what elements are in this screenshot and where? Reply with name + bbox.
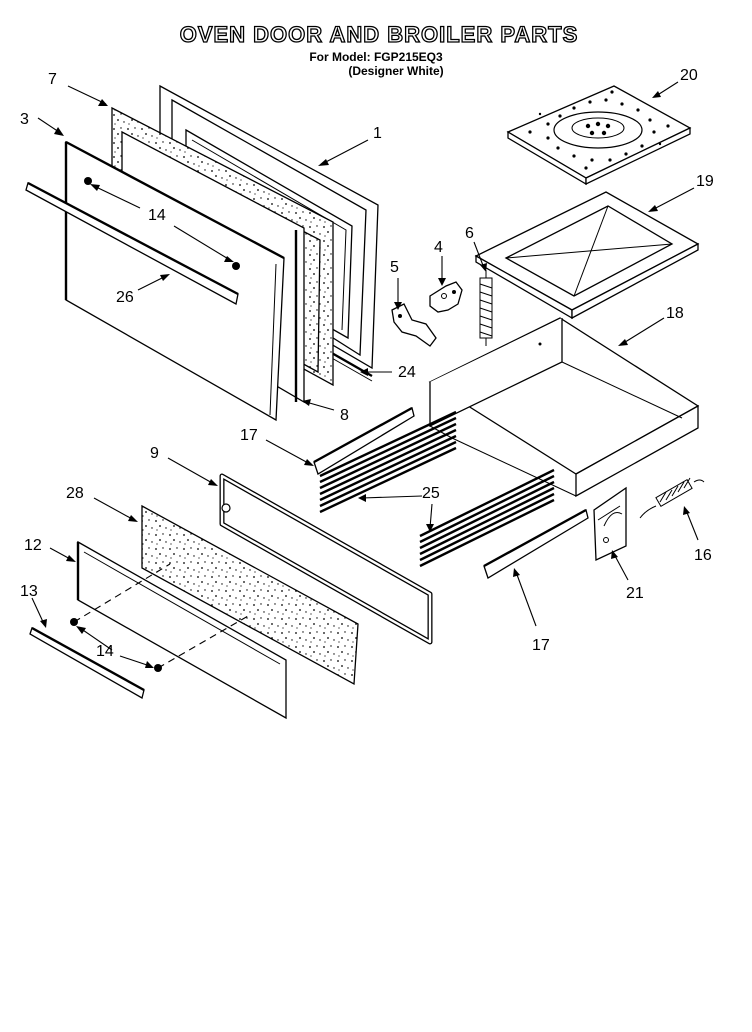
broiler-door-gasket bbox=[219, 473, 433, 645]
callout-20: 20 bbox=[680, 67, 698, 84]
broiler-pan bbox=[474, 191, 700, 320]
callout-17-upper: 17 bbox=[240, 427, 258, 444]
hinge-bracket bbox=[429, 281, 463, 313]
rack-guide-lower bbox=[419, 468, 555, 568]
header: OVEN DOOR AND BROILER PARTS For Model: F… bbox=[0, 21, 752, 78]
door-screw-left bbox=[84, 177, 92, 185]
broiler-door-panel bbox=[76, 540, 287, 720]
callout-26: 26 bbox=[116, 289, 134, 306]
callout-4: 4 bbox=[434, 239, 443, 256]
drawer-bracket bbox=[593, 486, 627, 562]
callout-7: 7 bbox=[48, 71, 57, 88]
leader-lines bbox=[31, 81, 699, 668]
callout-14-door: 14 bbox=[148, 207, 166, 224]
door-hinge bbox=[391, 303, 437, 347]
callout-3: 3 bbox=[20, 111, 29, 128]
rack-guide-upper bbox=[319, 410, 457, 514]
door-handle-strip bbox=[25, 181, 239, 305]
callout-13: 13 bbox=[20, 583, 38, 600]
broiler-screw-right bbox=[154, 664, 162, 672]
callout-25: 25 bbox=[422, 485, 440, 502]
callout-21: 21 bbox=[626, 585, 644, 602]
callout-5: 5 bbox=[390, 259, 399, 276]
broiler-handle-strip bbox=[29, 626, 145, 699]
drawer-spring bbox=[639, 477, 705, 519]
callout-9: 9 bbox=[150, 445, 159, 462]
callout-14-broiler: 14 bbox=[96, 643, 114, 660]
broiler-screw-left bbox=[70, 618, 78, 626]
broiler-drawer bbox=[428, 317, 700, 498]
callout-12: 12 bbox=[24, 537, 42, 554]
callout-24: 24 bbox=[398, 364, 416, 381]
callout-19: 19 bbox=[696, 173, 714, 190]
door-screw-right bbox=[232, 262, 240, 270]
callout-1: 1 bbox=[373, 125, 382, 142]
hinge-spring bbox=[479, 270, 493, 346]
outer-door-panel bbox=[64, 140, 285, 422]
model-info: For Model: FGP215EQ3 (Designer White) bbox=[0, 50, 752, 78]
screw-path-line bbox=[157, 615, 249, 669]
callout-18: 18 bbox=[666, 305, 684, 322]
slide-rail-upper bbox=[313, 406, 415, 475]
broiler-grid bbox=[506, 85, 692, 186]
model-number: For Model: FGP215EQ3 bbox=[309, 50, 443, 64]
screw-path-line bbox=[73, 563, 171, 623]
callout-8: 8 bbox=[340, 407, 349, 424]
slide-rail-lower bbox=[483, 508, 589, 579]
callout-labels: 7 3 1 14 14 26 5 4 6 24 8 20 19 18 17 9 … bbox=[20, 67, 714, 660]
callout-28: 28 bbox=[66, 485, 84, 502]
broiler-door-insulation bbox=[141, 504, 359, 686]
model-variant: (Designer White) bbox=[348, 64, 444, 78]
callout-17-lower: 17 bbox=[532, 637, 550, 654]
page-title: OVEN DOOR AND BROILER PARTS bbox=[179, 21, 579, 47]
callout-16: 16 bbox=[694, 547, 712, 564]
callout-6: 6 bbox=[465, 225, 474, 242]
